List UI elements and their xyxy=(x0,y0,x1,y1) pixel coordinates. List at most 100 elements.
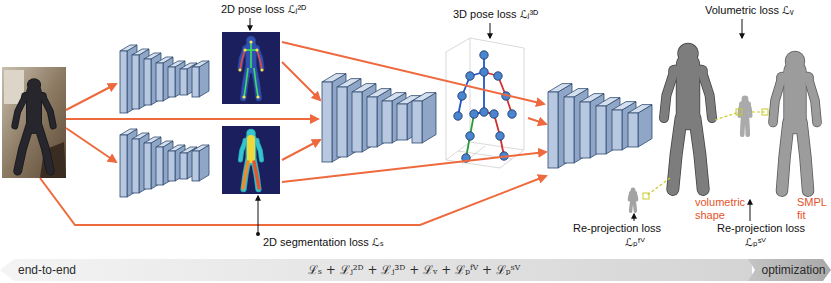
flow-arrow xyxy=(40,176,546,225)
joint-ball xyxy=(490,110,498,118)
joint-ball xyxy=(466,132,474,140)
block-front xyxy=(564,97,574,163)
block-front xyxy=(596,106,606,154)
flow-arrow xyxy=(282,62,320,100)
body-part xyxy=(747,116,748,135)
skeleton-bone xyxy=(254,68,258,97)
band-outline xyxy=(748,259,831,281)
body-part xyxy=(673,118,681,189)
block-front xyxy=(156,147,163,185)
body-part xyxy=(38,126,50,171)
loss-label: 2D pose loss ℒⱼ²ᴰ xyxy=(220,3,307,16)
body-part xyxy=(782,123,789,191)
block-front xyxy=(120,51,127,113)
body-part xyxy=(739,104,741,116)
body-part xyxy=(629,193,631,200)
leader-dot xyxy=(256,232,260,236)
block-front xyxy=(168,151,175,181)
flow-arrow xyxy=(66,128,116,162)
body-part xyxy=(15,96,26,126)
block-top xyxy=(580,94,604,102)
loss-formula: ℒₛ + ℒⱼ²ᴰ + ℒⱼ³ᴰ + ℒᵥ + ℒₚᶠⱽ + ℒₚˢⱽ xyxy=(308,263,520,277)
block-front xyxy=(132,139,139,193)
block-front xyxy=(120,135,127,197)
body-part xyxy=(742,102,748,116)
block-side xyxy=(332,74,346,162)
skeleton-bone xyxy=(244,68,248,97)
leader-line xyxy=(634,214,635,221)
flow-arrow xyxy=(282,140,320,160)
block-top xyxy=(367,89,391,97)
block-top xyxy=(548,84,572,92)
body-part xyxy=(631,200,632,211)
joint-dot xyxy=(255,48,258,51)
segmentation-map xyxy=(222,126,280,194)
joint-dot xyxy=(260,68,263,71)
block-top xyxy=(168,145,185,151)
block-front xyxy=(412,101,422,143)
block-top xyxy=(156,57,173,63)
joint-ball xyxy=(508,110,516,118)
segmented-body xyxy=(240,129,261,189)
body-part xyxy=(739,104,741,116)
body-part xyxy=(742,116,743,135)
skeleton-bone xyxy=(245,49,257,51)
loss-symbol: ℒₚˢⱽ xyxy=(744,236,767,249)
segmentation-frame xyxy=(222,126,280,194)
body-part xyxy=(782,123,789,191)
body-part xyxy=(246,138,255,160)
block-top xyxy=(412,93,436,101)
body-part xyxy=(15,96,26,126)
block-top xyxy=(322,74,346,82)
body-part xyxy=(18,126,30,171)
leader-line xyxy=(250,18,251,30)
skeleton-bone xyxy=(257,50,262,70)
joint-ball xyxy=(496,132,504,140)
head xyxy=(28,79,40,91)
cnn-stack xyxy=(120,129,209,197)
block-top xyxy=(120,45,137,51)
pose-heatmap xyxy=(222,32,280,104)
loss-label: 2D segmentation loss ℒₛ xyxy=(262,236,385,249)
body-part xyxy=(254,160,259,189)
body-part xyxy=(635,193,637,200)
block-front xyxy=(144,59,151,105)
body-part xyxy=(695,118,703,189)
block-front xyxy=(612,110,622,150)
body-part xyxy=(749,104,751,116)
body-part xyxy=(43,96,54,126)
block-top xyxy=(168,61,185,67)
flow-arrow xyxy=(66,84,116,110)
block-front xyxy=(367,97,377,147)
block-top xyxy=(132,49,149,55)
leader-line xyxy=(490,23,491,38)
body-part xyxy=(702,71,712,118)
body-part xyxy=(240,141,245,160)
loss-symbol: ℒₚᶠⱽ xyxy=(624,236,646,249)
flow-arrow xyxy=(66,118,318,120)
head xyxy=(786,51,805,70)
head xyxy=(742,96,747,101)
heatmap-body xyxy=(240,36,262,98)
body-part xyxy=(702,71,712,118)
head xyxy=(631,188,634,191)
block-front xyxy=(337,87,347,157)
body-part xyxy=(695,118,703,189)
block-front xyxy=(168,67,175,97)
body-part xyxy=(808,78,817,123)
skeleton-bone xyxy=(250,42,252,68)
block-front xyxy=(180,153,187,179)
block-top xyxy=(596,98,620,106)
body-part xyxy=(43,96,54,126)
body-part xyxy=(635,193,637,200)
body-part xyxy=(664,71,674,118)
grid-line xyxy=(500,150,524,168)
person-figure xyxy=(15,78,53,171)
body-part xyxy=(18,126,30,171)
grid-line xyxy=(446,38,470,52)
loss-label: Volumetric loss ℒᵥ xyxy=(704,4,794,17)
body-part xyxy=(243,68,248,98)
joint-dot xyxy=(242,95,245,98)
body-part xyxy=(664,71,674,118)
body-part xyxy=(634,200,635,211)
